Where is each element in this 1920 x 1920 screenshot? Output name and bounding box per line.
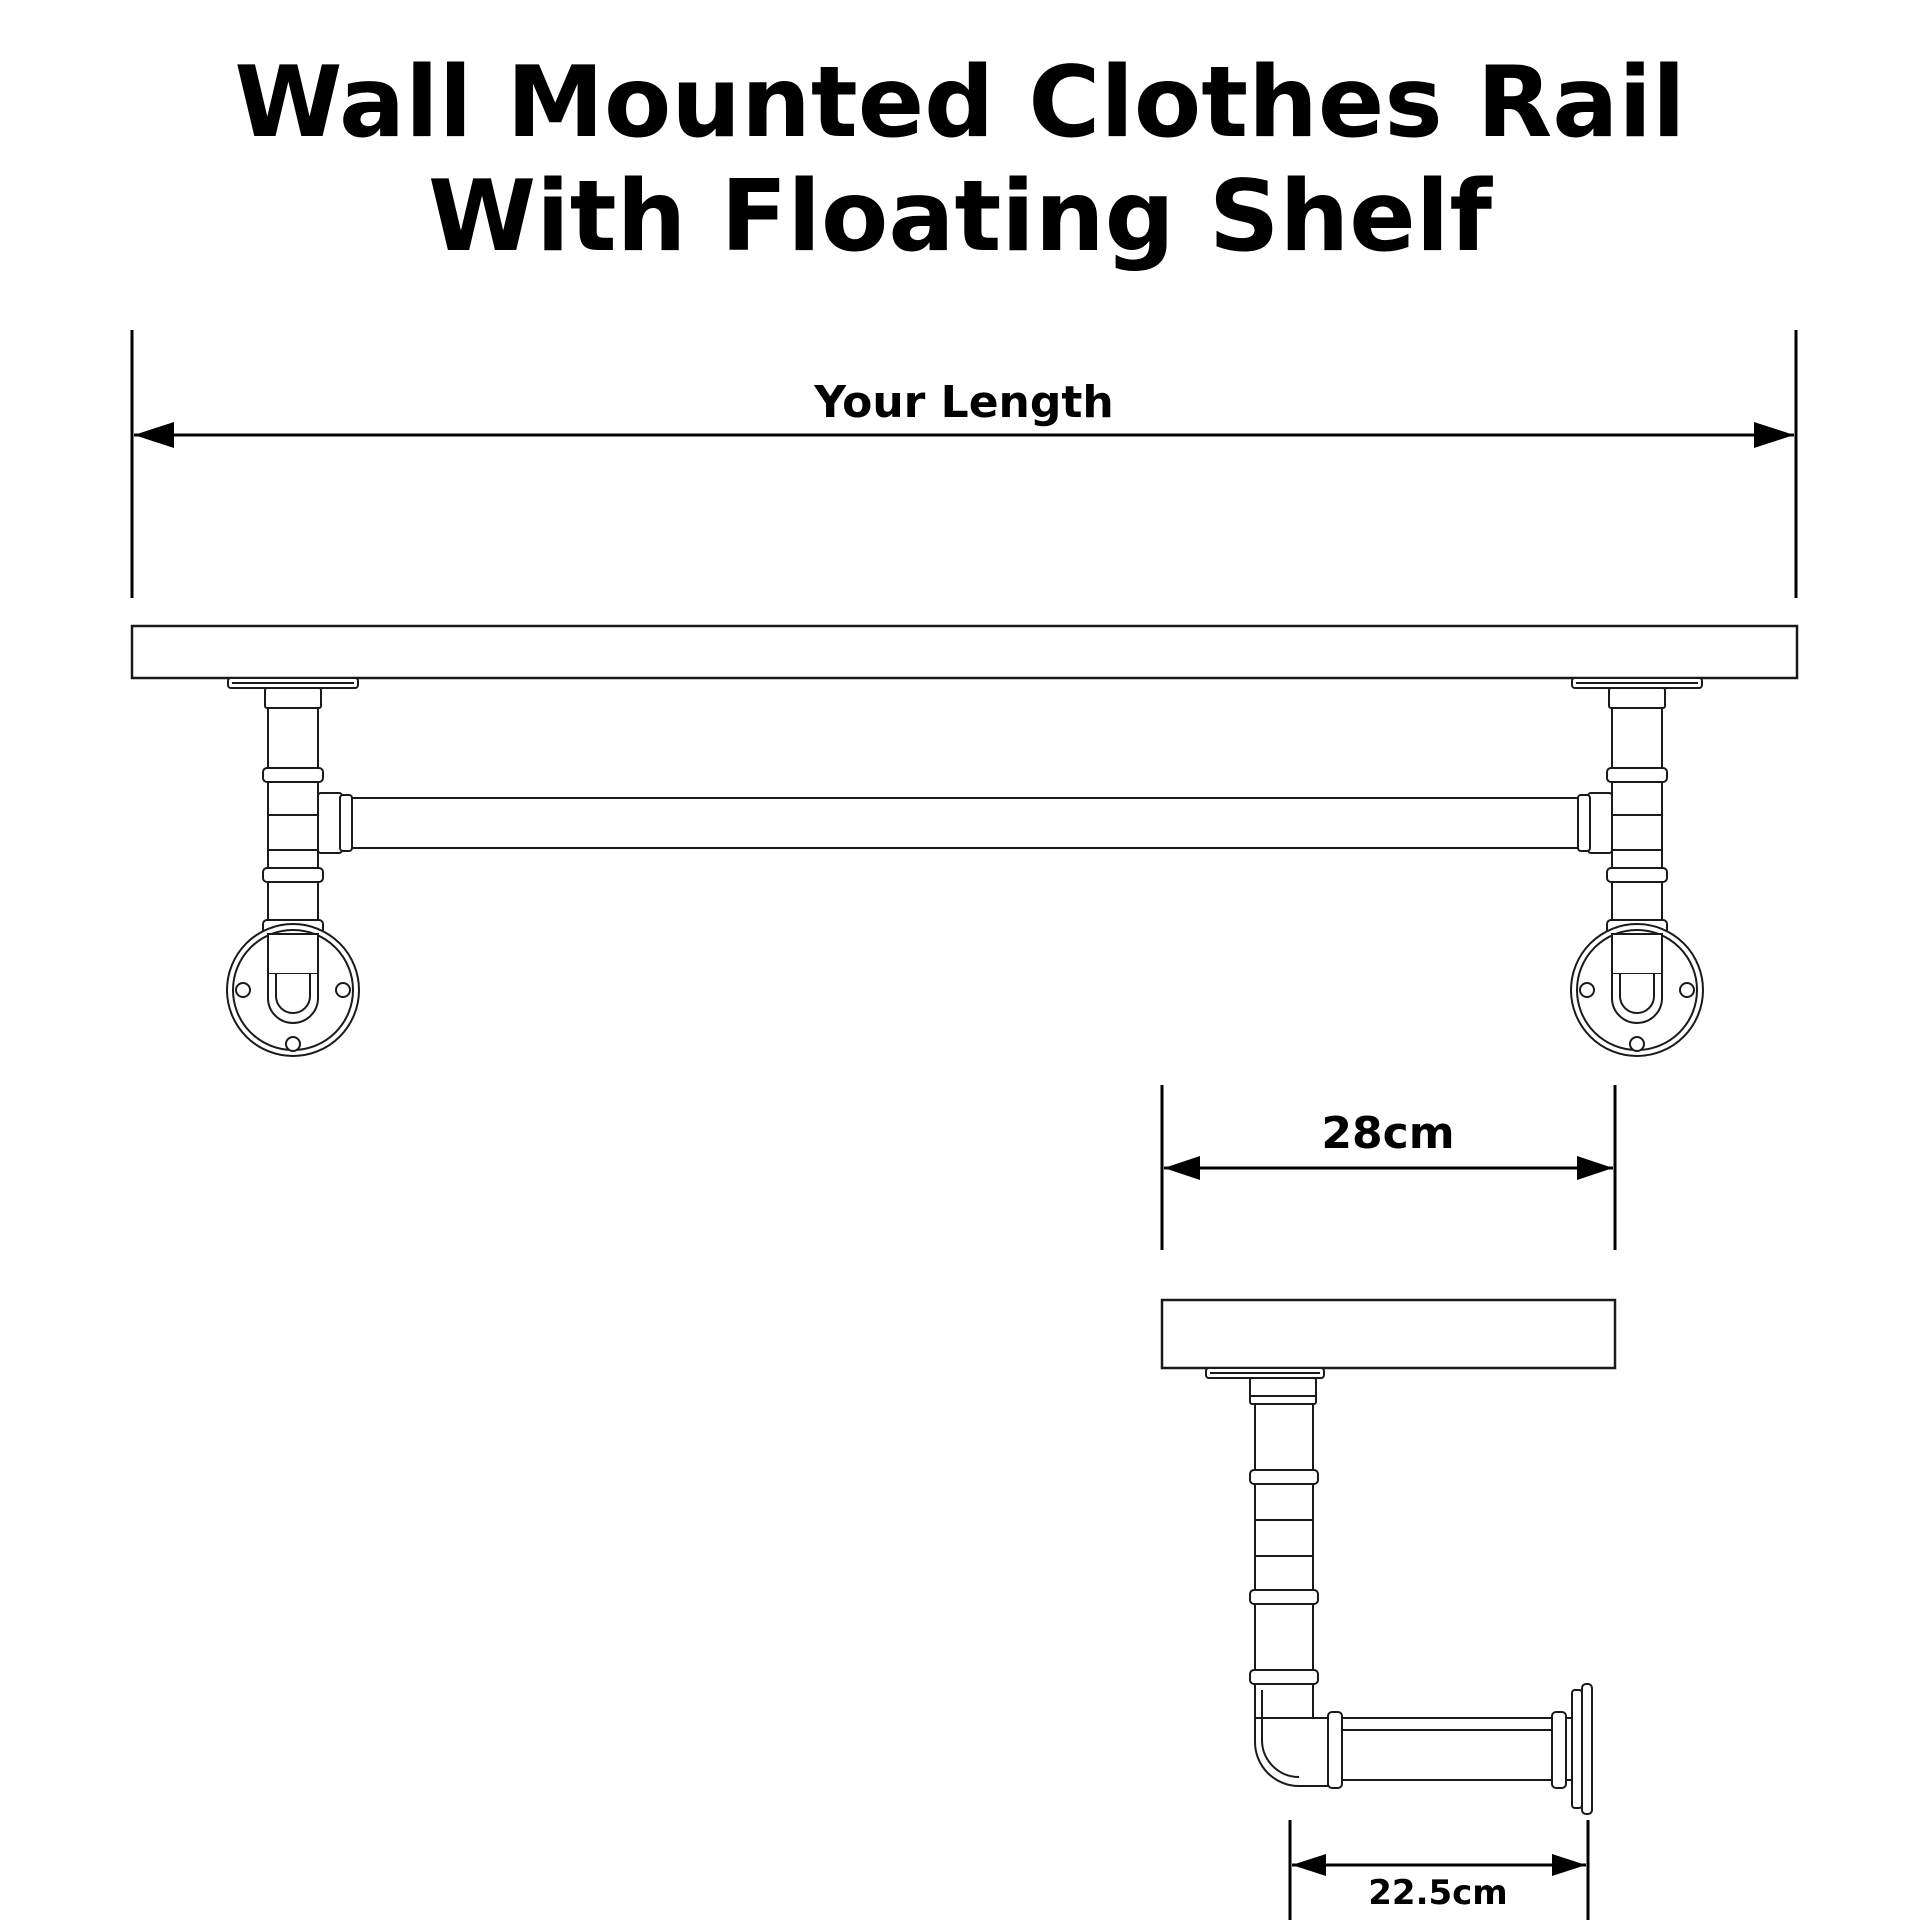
shelf-depth-label: 28cm: [1321, 1108, 1454, 1159]
projection-arrow-left: [1292, 1854, 1326, 1876]
diagram-title-line-2: With Floating Shelf: [428, 160, 1492, 274]
length-arrow-right: [1754, 422, 1794, 448]
length-dimension: [130, 330, 1798, 598]
depth-arrow-right: [1577, 1156, 1613, 1180]
bracket-projection-dimension: [1288, 1820, 1590, 1920]
depth-arrow-left: [1164, 1156, 1200, 1180]
length-arrow-left: [134, 422, 174, 448]
diagram-title-line-1: Wall Mounted Clothes Rail: [234, 46, 1686, 160]
shelf-board-side: [1160, 1298, 1617, 1370]
shelf-depth-dimension: [1160, 1085, 1617, 1250]
right-bracket-front: [1570, 677, 1704, 1057]
bracket-side-view: [1205, 1367, 1593, 1815]
shelf-board-front: [130, 624, 1799, 680]
length-label: Your Length: [813, 377, 1113, 428]
bracket-projection-label: 22.5cm: [1368, 1873, 1507, 1913]
projection-arrow-right: [1552, 1854, 1586, 1876]
hanging-rail: [351, 797, 1579, 849]
left-bracket-front: [226, 677, 360, 1057]
